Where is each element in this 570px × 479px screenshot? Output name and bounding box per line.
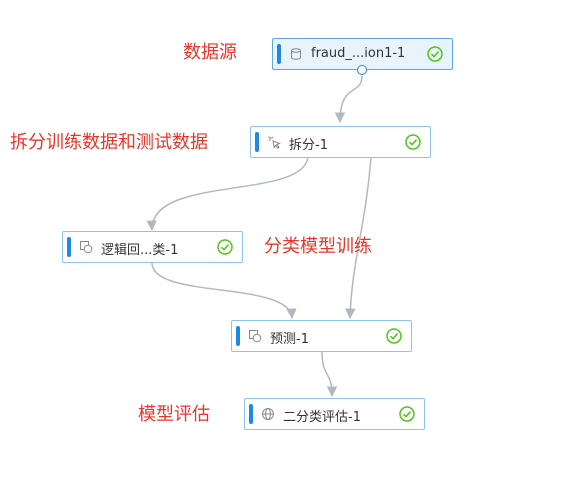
edge-split-to-logreg[interactable] bbox=[146, 157, 309, 232]
output-port[interactable] bbox=[357, 65, 367, 75]
success-check-icon bbox=[399, 406, 415, 422]
edge-predict-to-eval[interactable] bbox=[321, 351, 338, 398]
success-check-icon bbox=[217, 239, 233, 255]
node-label: 预测-1 bbox=[270, 332, 309, 347]
annotation-data-source: 数据源 bbox=[183, 42, 237, 63]
annotation-split-desc: 拆分训练数据和测试数据 bbox=[10, 132, 208, 153]
node-label: 拆分-1 bbox=[289, 138, 328, 153]
node-binary-eval[interactable]: 二分类评估-1 bbox=[244, 398, 425, 430]
node-data-source[interactable]: fraud_...ion1-1 bbox=[272, 38, 453, 70]
node-predict[interactable]: 预测-1 bbox=[231, 320, 412, 352]
node-label: fraud_...ion1-1 bbox=[311, 46, 406, 61]
model-icon bbox=[80, 241, 93, 254]
node-status-bar bbox=[255, 132, 259, 152]
success-check-icon bbox=[386, 328, 402, 344]
node-split[interactable]: 拆分-1 bbox=[250, 126, 431, 158]
node-label: 二分类评估-1 bbox=[283, 410, 361, 425]
node-status-bar bbox=[236, 326, 240, 346]
annotation-train-desc: 分类模型训练 bbox=[264, 236, 372, 257]
success-check-icon bbox=[427, 46, 443, 62]
node-label: 逻辑回...类-1 bbox=[101, 243, 179, 258]
annotation-eval-desc: 模型评估 bbox=[138, 404, 210, 425]
success-check-icon bbox=[405, 134, 421, 150]
edge-split-to-predict[interactable] bbox=[345, 157, 372, 320]
edge-logreg-to-predict[interactable] bbox=[151, 261, 297, 320]
globe-icon bbox=[262, 408, 274, 420]
edge-source-to-split[interactable] bbox=[334, 75, 363, 124]
node-status-bar bbox=[67, 237, 71, 257]
split-icon bbox=[268, 136, 281, 149]
node-logistic-regression[interactable]: 逻辑回...类-1 bbox=[62, 231, 243, 263]
node-status-bar bbox=[249, 404, 253, 424]
node-status-bar bbox=[277, 44, 281, 64]
model-icon bbox=[249, 330, 262, 343]
database-icon bbox=[291, 48, 301, 60]
